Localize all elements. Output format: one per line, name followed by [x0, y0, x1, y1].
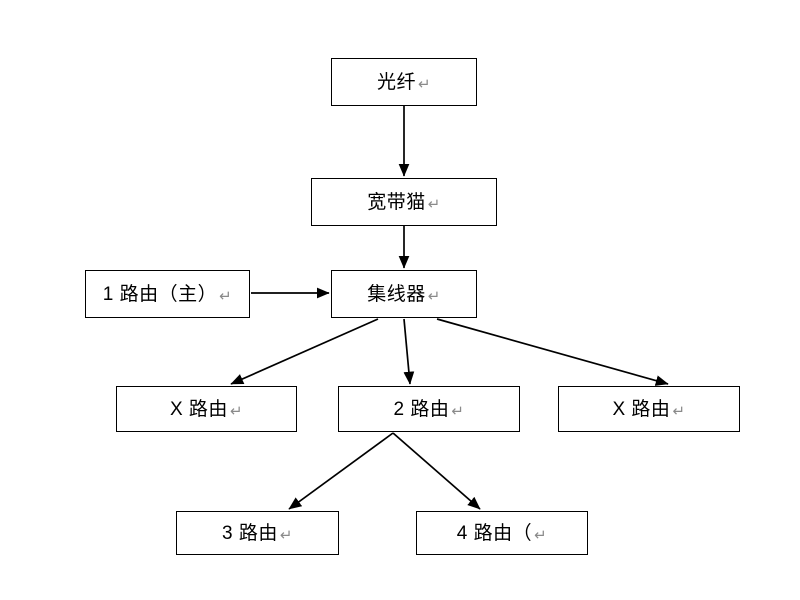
- return-mark-icon: ↵: [417, 75, 432, 93]
- node-hub[interactable]: 集线器↵: [331, 270, 477, 318]
- edge-router2-to-router3: [288, 432, 394, 510]
- return-mark-icon: ↵: [427, 195, 441, 213]
- node-fiber[interactable]: 光纤↵: [331, 58, 477, 106]
- node-label: 2 路由↵: [393, 398, 465, 420]
- node-label: 光纤↵: [376, 71, 432, 93]
- edge-hub-to-routerXleft: [230, 318, 379, 385]
- return-mark-icon: ↵: [219, 287, 233, 305]
- node-router4[interactable]: 4 路由（↵: [416, 511, 588, 555]
- node-label: 1 路由（主）↵: [102, 283, 233, 305]
- node-router2[interactable]: 2 路由↵: [338, 386, 520, 432]
- edge-hub-to-routerXright: [436, 318, 669, 386]
- return-mark-icon: ↵: [229, 402, 244, 420]
- return-mark-icon: ↵: [672, 402, 686, 420]
- node-routerXright[interactable]: X 路由↵: [558, 386, 740, 432]
- node-modem[interactable]: 宽带猫↵: [311, 178, 497, 226]
- edge-hub-to-router2: [403, 318, 415, 385]
- node-label: 3 路由↵: [222, 522, 293, 544]
- return-mark-icon: ↵: [427, 287, 441, 305]
- node-label: 4 路由（↵: [456, 522, 548, 544]
- node-routerXleft[interactable]: X 路由↵: [116, 386, 297, 432]
- node-label: X 路由↵: [612, 398, 686, 420]
- edge-router2-to-router4: [392, 432, 481, 510]
- node-router1[interactable]: 1 路由（主）↵: [85, 270, 250, 318]
- return-mark-icon: ↵: [534, 526, 548, 544]
- node-label: 宽带猫↵: [367, 191, 441, 213]
- return-mark-icon: ↵: [451, 402, 465, 420]
- return-mark-icon: ↵: [279, 526, 293, 544]
- node-router3[interactable]: 3 路由↵: [176, 511, 339, 555]
- node-label: X 路由↵: [169, 398, 244, 420]
- node-label: 集线器↵: [367, 283, 441, 305]
